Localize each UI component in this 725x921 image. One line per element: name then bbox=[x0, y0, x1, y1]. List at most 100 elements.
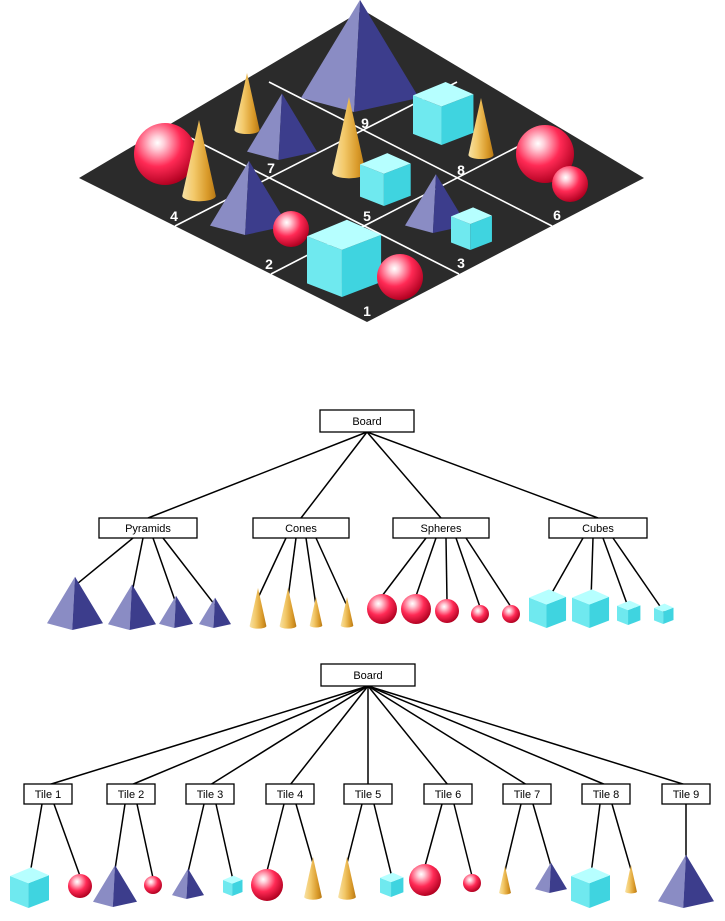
tile-number-label: 7 bbox=[267, 160, 275, 176]
cone-icon bbox=[625, 865, 637, 894]
tree-edge bbox=[366, 431, 599, 519]
pyramid-icon bbox=[301, 0, 419, 112]
tree-edge bbox=[367, 685, 528, 786]
cone-icon bbox=[234, 73, 260, 135]
cone-icon bbox=[338, 857, 356, 900]
tile-node-3: Tile 3 bbox=[185, 783, 235, 805]
tree-edge bbox=[445, 537, 448, 602]
tile-node-6-label: Tile 6 bbox=[435, 789, 462, 801]
root-board-node: Board bbox=[320, 663, 416, 687]
cube-icon bbox=[10, 867, 49, 908]
tree-edge bbox=[455, 537, 481, 608]
cube-icon bbox=[307, 219, 382, 297]
tile-node-7: Tile 7 bbox=[502, 783, 552, 805]
tile-number-label: 4 bbox=[170, 208, 178, 224]
pyramid-icon bbox=[159, 595, 193, 628]
tree-edge bbox=[315, 537, 348, 607]
group-node-cubes-label: Cubes bbox=[582, 523, 614, 535]
tile-number-label: 1 bbox=[363, 303, 371, 319]
sphere-icon bbox=[409, 864, 441, 896]
tile-node-4-label: Tile 4 bbox=[277, 789, 304, 801]
cube-icon bbox=[380, 872, 404, 897]
tile-number-label: 8 bbox=[457, 162, 465, 178]
tree-edge bbox=[504, 803, 522, 871]
tree-edge bbox=[367, 685, 687, 786]
tree-edge bbox=[74, 537, 134, 587]
tree-edge bbox=[266, 803, 285, 872]
tile-node-9: Tile 9 bbox=[661, 783, 711, 805]
tile-node-2: Tile 2 bbox=[106, 783, 156, 805]
cone-icon bbox=[304, 857, 322, 900]
sphere-icon bbox=[401, 594, 431, 624]
tree-edge bbox=[465, 537, 512, 608]
group-node-pyramids-label: Pyramids bbox=[125, 523, 171, 535]
cone-icon bbox=[340, 597, 354, 628]
cone-icon bbox=[499, 866, 511, 895]
tile-node-6: Tile 6 bbox=[423, 783, 473, 805]
tree-edge bbox=[611, 803, 632, 871]
tile-number-label: 9 bbox=[361, 115, 369, 131]
tree-edge bbox=[136, 803, 154, 879]
sphere-icon bbox=[435, 599, 459, 623]
cube-icon bbox=[571, 867, 610, 908]
sphere-icon bbox=[144, 876, 162, 894]
root-board-node-label: Board bbox=[353, 670, 382, 682]
tile-node-7-label: Tile 7 bbox=[514, 789, 541, 801]
tile-node-1-label: Tile 1 bbox=[35, 789, 62, 801]
cone-icon bbox=[182, 120, 216, 202]
cube-icon bbox=[360, 153, 411, 206]
pyramid-icon bbox=[210, 160, 288, 235]
sphere-icon bbox=[134, 123, 196, 185]
tree-edge bbox=[547, 537, 584, 601]
tree-edge bbox=[424, 803, 443, 867]
pyramid-icon bbox=[108, 584, 156, 630]
tree-edge bbox=[187, 803, 205, 873]
tree-edge bbox=[29, 803, 43, 875]
tile-node-5-label: Tile 5 bbox=[355, 789, 382, 801]
pyramid-icon bbox=[172, 868, 204, 899]
pyramid-icon bbox=[247, 93, 317, 160]
cone-icon bbox=[279, 588, 297, 629]
tree-edge bbox=[300, 431, 368, 519]
tree-edge bbox=[257, 537, 287, 599]
cone-icon bbox=[468, 98, 494, 160]
tile-number-label: 3 bbox=[457, 255, 465, 271]
pyramid-icon bbox=[93, 865, 137, 907]
tile-number-label: 6 bbox=[553, 207, 561, 223]
pyramid-icon bbox=[47, 576, 103, 630]
root-board-node: Board bbox=[319, 409, 415, 433]
cone-icon bbox=[249, 588, 267, 629]
cube-icon bbox=[451, 207, 492, 250]
sphere-icon bbox=[273, 211, 309, 247]
sphere-icon bbox=[471, 605, 489, 623]
tree-edge bbox=[373, 803, 393, 878]
tile-number-label: 5 bbox=[363, 208, 371, 224]
tree-edge bbox=[130, 685, 369, 786]
tree-edge bbox=[47, 685, 369, 786]
tile-node-1: Tile 1 bbox=[23, 783, 73, 805]
tree-edge bbox=[295, 803, 314, 864]
tile-node-8: Tile 8 bbox=[581, 783, 631, 805]
tree-edge bbox=[289, 685, 369, 786]
sphere-icon bbox=[516, 125, 574, 183]
sphere-icon bbox=[367, 594, 397, 624]
tree-edge bbox=[53, 803, 81, 877]
group-node-spheres: Spheres bbox=[392, 517, 490, 539]
group-node-cubes: Cubes bbox=[548, 517, 648, 539]
tile-node-9-label: Tile 9 bbox=[673, 789, 700, 801]
pyramid-icon bbox=[535, 862, 567, 893]
tree-edge bbox=[366, 431, 442, 519]
cube-icon bbox=[223, 875, 243, 896]
tree-edge bbox=[590, 803, 601, 875]
group-node-spheres-label: Spheres bbox=[421, 523, 462, 535]
tree-edge bbox=[602, 537, 630, 610]
tree-edge bbox=[453, 803, 473, 877]
tree-edge bbox=[381, 537, 427, 597]
sphere-icon bbox=[463, 874, 481, 892]
tree-edge bbox=[346, 803, 363, 864]
tree-edge bbox=[131, 537, 144, 593]
sphere-icon bbox=[502, 605, 520, 623]
